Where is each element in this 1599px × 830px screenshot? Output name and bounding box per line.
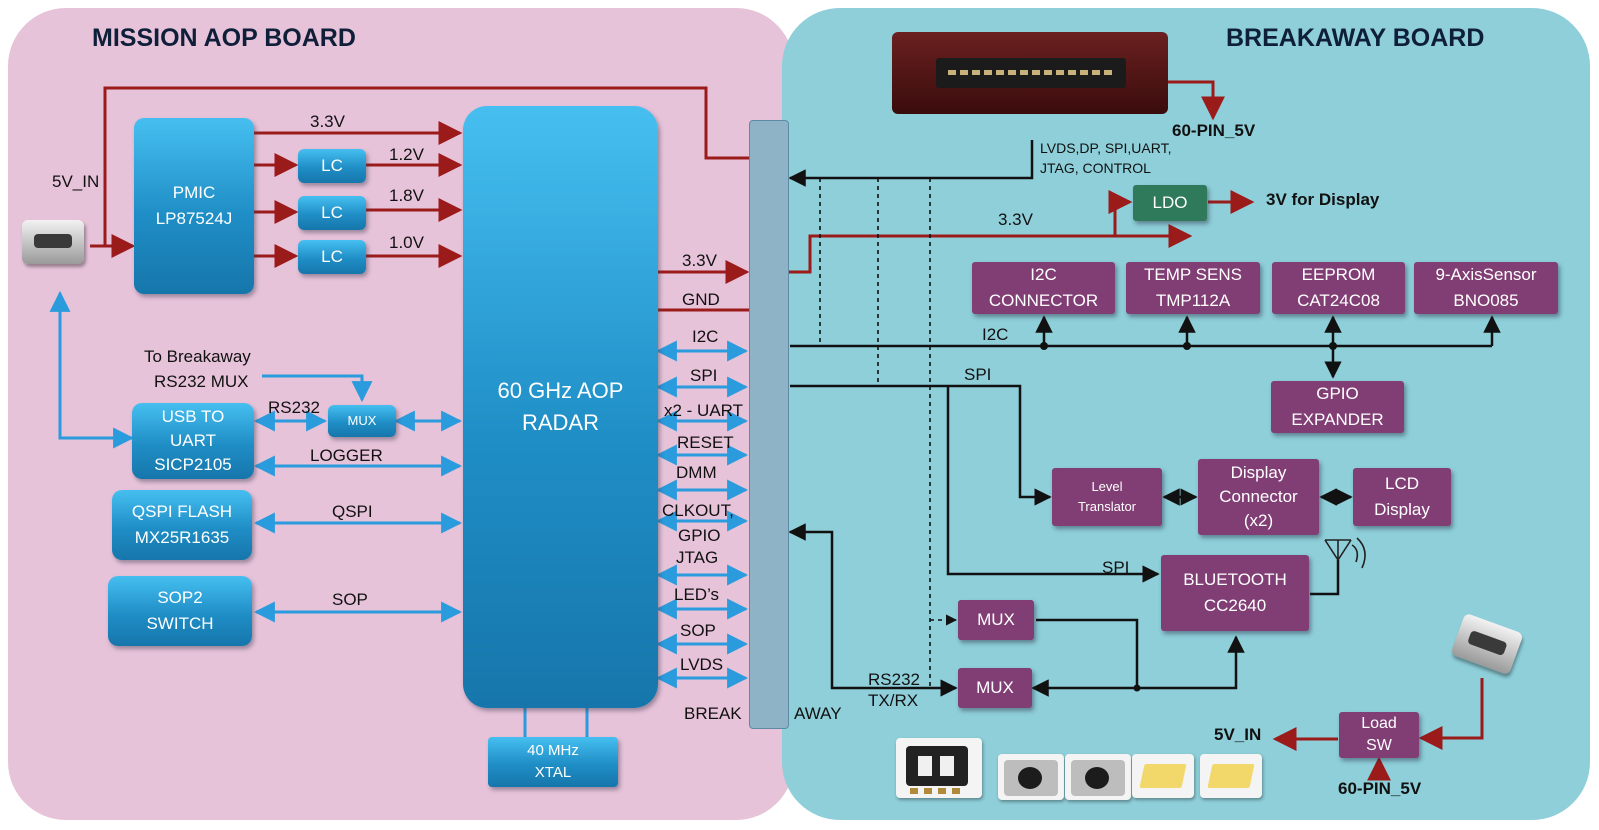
sig-label-sop: SOP bbox=[680, 621, 716, 641]
dip-switch-icon bbox=[896, 738, 982, 798]
label-5v-in-left: 5V_IN bbox=[52, 172, 99, 192]
sig-label-gnd: GND bbox=[682, 290, 720, 310]
mux-right-top-block: MUX bbox=[958, 600, 1034, 640]
mux-right-bottom-block: MUX bbox=[958, 668, 1032, 708]
label-qspi: QSPI bbox=[332, 502, 373, 522]
label-i2c-right: I2C bbox=[982, 325, 1008, 345]
breakaway-board-title: BREAKAWAY BOARD bbox=[1226, 24, 1484, 53]
push-button-icon bbox=[1065, 754, 1131, 800]
label-sop-left: SOP bbox=[332, 590, 368, 610]
led-icon bbox=[1200, 754, 1262, 798]
sig-label-leds: LED’s bbox=[674, 585, 719, 605]
mission-board-title: MISSION AOP BOARD bbox=[92, 24, 356, 53]
label-rs232-mux: RS232 MUX bbox=[154, 372, 248, 392]
label-spi-bt: SPI bbox=[1102, 558, 1129, 578]
dashed-wires bbox=[820, 178, 956, 688]
label-3v-for-display: 3V for Display bbox=[1266, 190, 1379, 210]
sig-label-gpio: GPIO bbox=[678, 526, 721, 546]
sig-label-uart: x2 - UART bbox=[664, 401, 743, 421]
label-connector-signals-2: JTAG, CONTROL bbox=[1040, 158, 1151, 178]
lc-filter-3: LC bbox=[298, 240, 366, 274]
sig-label-jtag: JTAG bbox=[676, 548, 718, 568]
usb-connector-left-icon bbox=[22, 220, 84, 264]
label-away: AWAY bbox=[794, 704, 842, 724]
label-connector-signals-1: LVDS,DP, SPI,UART, bbox=[1040, 138, 1172, 158]
sig-label-i2c: I2C bbox=[692, 327, 718, 347]
label-3v3-right: 3.3V bbox=[998, 210, 1033, 230]
label-spi-right: SPI bbox=[964, 365, 991, 385]
label-rs232-txrx-2: TX/RX bbox=[868, 691, 918, 711]
lc-filter-2: LC bbox=[298, 196, 366, 230]
breakaway-interface-bar bbox=[749, 120, 789, 729]
push-button-icon bbox=[998, 754, 1064, 800]
label-break: BREAK bbox=[684, 704, 742, 724]
led-icon bbox=[1132, 754, 1194, 798]
label-rs232-txrx-1: RS232 bbox=[868, 670, 920, 690]
antenna-icon bbox=[1325, 538, 1365, 568]
ldo-block: LDO bbox=[1133, 185, 1207, 221]
label-5v-in-right: 5V_IN bbox=[1214, 725, 1261, 745]
board-connector-icon bbox=[892, 32, 1168, 114]
sig-label-lvds: LVDS bbox=[680, 655, 723, 675]
label-60pin-5v-top: 60-PIN_5V bbox=[1172, 121, 1255, 141]
sig-label-reset: RESET bbox=[677, 433, 734, 453]
label-60pin-5v-bottom: 60-PIN_5V bbox=[1338, 779, 1421, 799]
sig-label-dmm: DMM bbox=[676, 463, 717, 483]
mux-left-block: MUX bbox=[328, 405, 396, 437]
label-logger: LOGGER bbox=[310, 446, 383, 466]
sig-label-clkout: CLKOUT, bbox=[662, 501, 734, 521]
label-to-breakaway: To Breakaway bbox=[144, 347, 251, 367]
label-1v0: 1.0V bbox=[389, 233, 424, 253]
label-3v3-top: 3.3V bbox=[310, 112, 345, 132]
lc-filter-1: LC bbox=[298, 149, 366, 183]
label-rs232: RS232 bbox=[268, 398, 320, 418]
label-1v2: 1.2V bbox=[389, 145, 424, 165]
sig-label-3v3: 3.3V bbox=[682, 251, 717, 271]
sig-label-spi: SPI bbox=[690, 366, 717, 386]
label-1v8: 1.8V bbox=[389, 186, 424, 206]
